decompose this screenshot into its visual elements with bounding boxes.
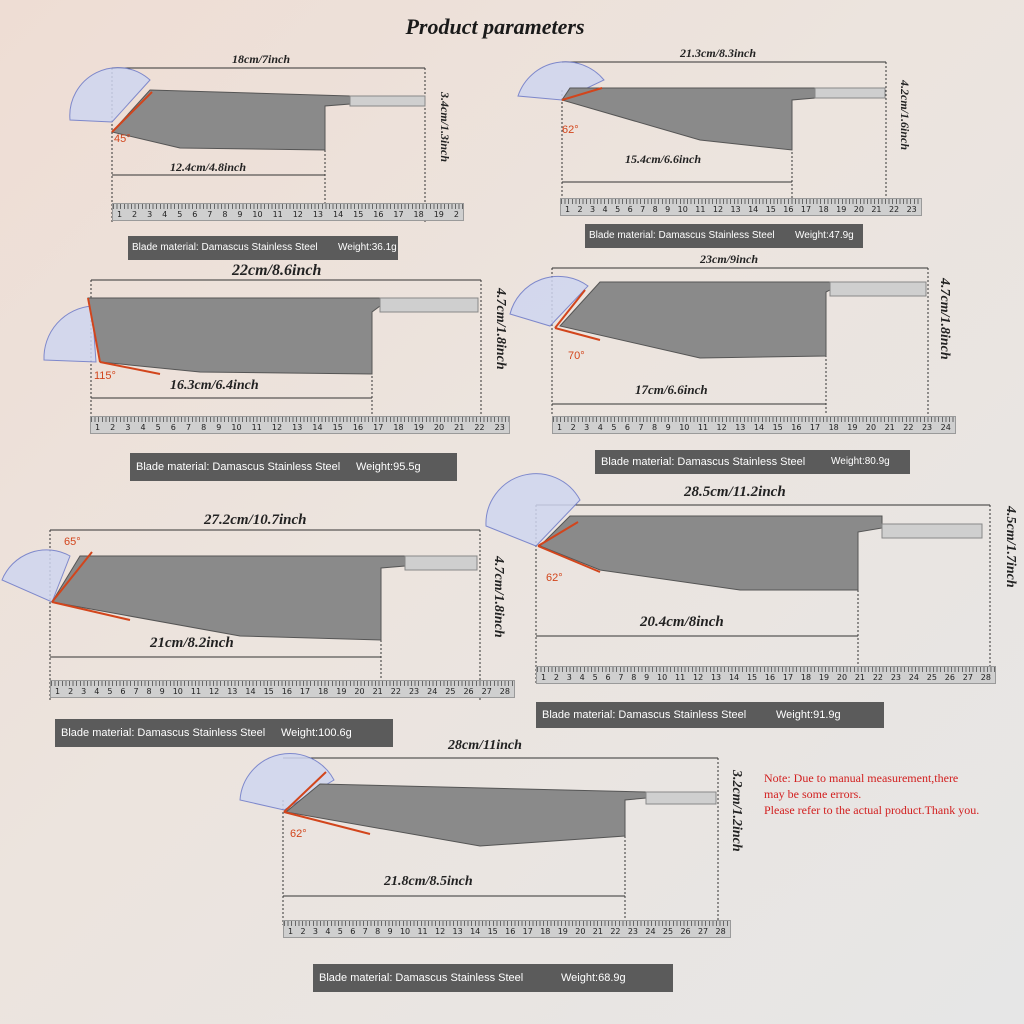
material-label: Blade material: Damascus Stainless Steel [589, 230, 775, 241]
overall-length: 27.2cm/10.7inch [204, 512, 307, 528]
measurement-note: Note: Due to manual measurement,there ma… [764, 770, 1024, 818]
spec-bar: Blade material: Damascus Stainless Steel… [585, 224, 863, 248]
edge-angle: 115° [94, 370, 116, 382]
spec-bar: Blade material: Damascus Stainless Steel… [128, 236, 398, 260]
overall-length: 18cm/7inch [232, 52, 291, 66]
edge-angle: 70° [568, 350, 585, 362]
material-label: Blade material: Damascus Stainless Steel [319, 972, 524, 984]
material-label: Blade material: Damascus Stainless Steel [61, 727, 266, 739]
knife-1-drawing [69, 67, 426, 222]
spec-bar: Blade material: Damascus Stainless Steel… [536, 702, 884, 728]
knife-7-drawing [239, 753, 719, 925]
blade-length: 20.4cm/8inch [640, 614, 724, 630]
overall-length: 28.5cm/11.2inch [684, 484, 786, 500]
note-line-3: Please refer to the actual product.Thank… [764, 803, 980, 817]
weight-label: Weight:68.9g [561, 972, 626, 984]
material-label: Blade material: Damascus Stainless Steel [542, 709, 747, 721]
knife-6-drawing [485, 473, 991, 685]
weight-label: Weight:47.9g [795, 230, 854, 241]
blade-height: 3.2cm/1.2inch [729, 770, 744, 852]
note-line-1: Note: Due to manual measurement,there [764, 771, 959, 785]
weight-label: Weight:95.5g [356, 461, 421, 473]
edge-angle: 62° [562, 124, 579, 136]
overall-length: 22cm/8.6inch [232, 262, 322, 279]
blade-length: 12.4cm/4.8inch [170, 160, 247, 174]
blade-length: 21.8cm/8.5inch [384, 874, 473, 889]
spec-bar: Blade material: Damascus Stainless Steel… [55, 719, 393, 747]
protractor-icon [69, 67, 151, 123]
edge-angle: 65° [64, 536, 81, 548]
knife-2-drawing [517, 61, 887, 200]
note-line-2: may be some errors. [764, 787, 862, 801]
knife-3-drawing [43, 279, 482, 414]
overall-length: 21.3cm/8.3inch [680, 46, 757, 60]
overall-length: 23cm/9inch [700, 252, 759, 266]
knife-5-drawing [1, 529, 481, 700]
blade-length: 15.4cm/6.6inch [625, 152, 702, 166]
knife-4-drawing [509, 267, 929, 414]
material-label: Blade material: Damascus Stainless Steel [136, 461, 341, 473]
edge-angle: 62° [290, 828, 307, 840]
spec-bar: Blade material: Damascus Stainless Steel… [130, 453, 457, 481]
blade-length: 16.3cm/6.4inch [170, 378, 259, 393]
spec-bar: Blade material: Damascus Stainless Steel… [313, 964, 673, 992]
blade-height: 4.5cm/1.7inch [1003, 506, 1018, 588]
weight-label: Weight:100.6g [281, 727, 352, 739]
material-label: Blade material: Damascus Stainless Steel [132, 242, 318, 253]
page-title: Product parameters [405, 14, 585, 39]
weight-label: Weight:36.1g [338, 242, 397, 253]
weight-label: Weight:80.9g [831, 456, 890, 467]
overall-length: 28cm/11inch [448, 738, 522, 753]
material-label: Blade material: Damascus Stainless Steel [601, 456, 806, 468]
edge-angle: 45° [114, 133, 131, 145]
blade-length: 17cm/6.6inch [635, 382, 708, 397]
spec-bar: Blade material: Damascus Stainless Steel… [595, 450, 910, 474]
blade-length: 21cm/8.2inch [150, 635, 234, 651]
weight-label: Weight:91.9g [776, 709, 841, 721]
edge-angle: 62° [546, 572, 563, 584]
